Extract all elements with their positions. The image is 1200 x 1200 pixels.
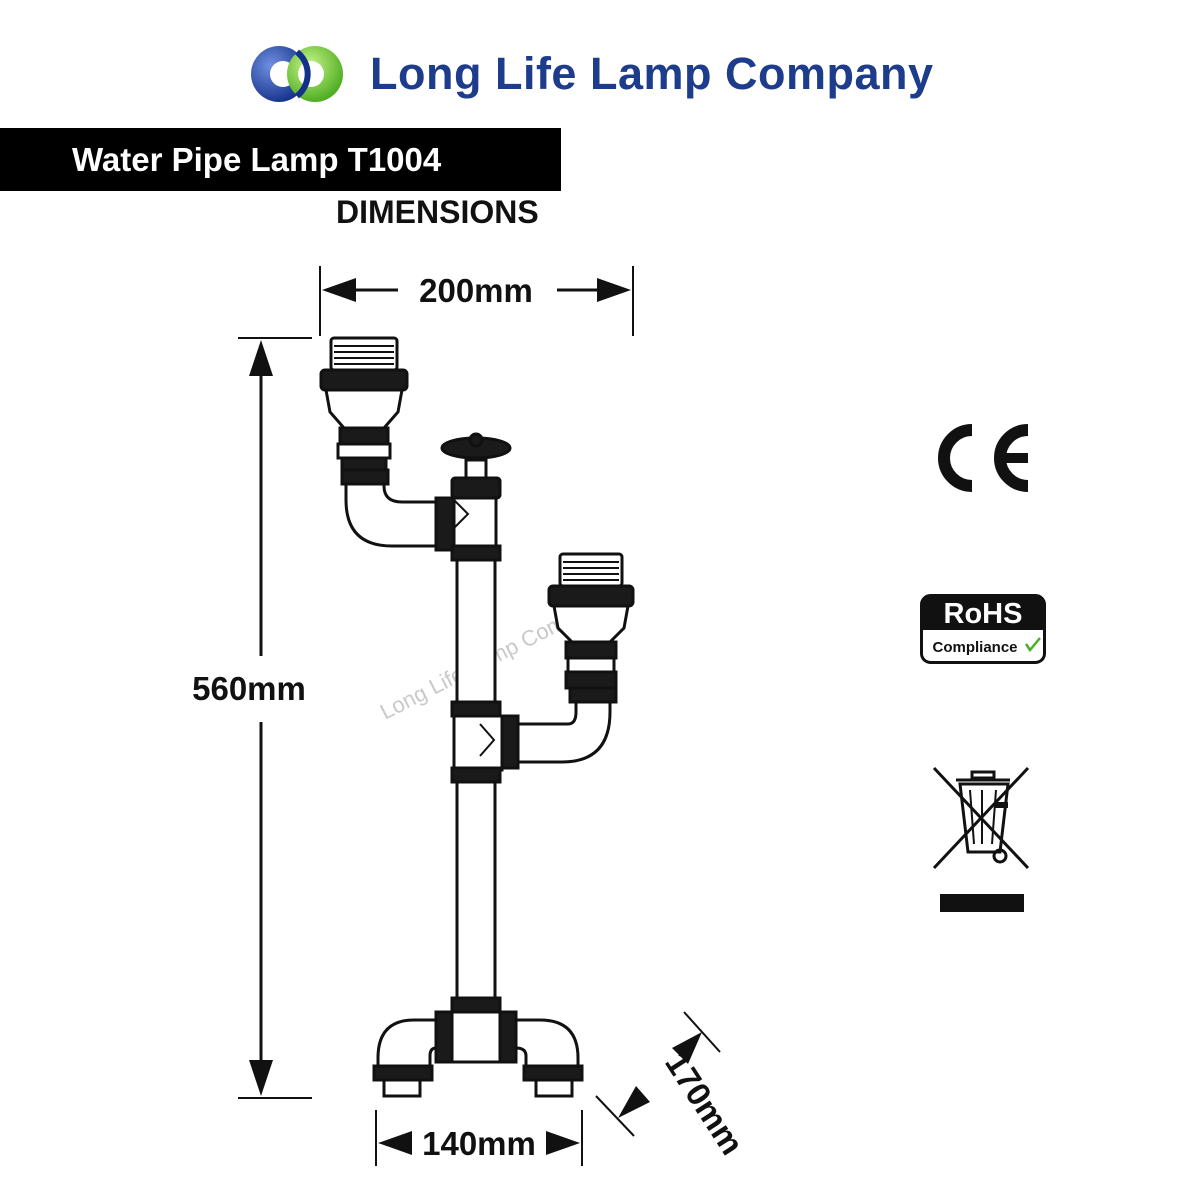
ce-mark-icon: CE xyxy=(928,420,1029,492)
lamp-outline xyxy=(319,336,635,1098)
brand-header: Long Life Lamp Company xyxy=(250,44,934,104)
top-width-label: 200mm xyxy=(419,272,533,309)
base-depth-dimension: 170mm xyxy=(595,1011,751,1162)
crossed-bin-icon xyxy=(932,766,1030,912)
brand-logo-icon xyxy=(251,46,343,102)
product-title-banner: Water Pipe Lamp T1004 xyxy=(0,128,561,191)
product-title: Water Pipe Lamp T1004 xyxy=(72,141,442,178)
height-dimension: 560mm xyxy=(192,337,312,1099)
brand-name: Long Life Lamp Company xyxy=(370,48,934,99)
left-lamp-socket xyxy=(319,336,409,480)
left-elbow-pipe xyxy=(344,476,440,548)
height-label: 560mm xyxy=(192,670,306,707)
rohs-title: RoHS xyxy=(944,598,1023,630)
checkmark-icon xyxy=(1024,637,1041,653)
base-width-dimension: 140mm xyxy=(375,1110,583,1166)
right-lamp-socket xyxy=(547,552,635,690)
ce-label: CE xyxy=(928,420,930,421)
base-assembly xyxy=(372,996,584,1098)
top-tee-valve xyxy=(434,432,512,554)
rohs-badge-graphic: RoHS Compliance xyxy=(920,594,1046,664)
rohs-subtitle: Compliance xyxy=(932,639,1017,656)
dimensions-heading: DIMENSIONS xyxy=(336,194,539,230)
middle-tee xyxy=(450,700,520,784)
rohs-badge: RoHS Compliance xyxy=(920,594,1046,664)
top-width-dimension: 200mm xyxy=(319,266,634,336)
right-elbow-pipe xyxy=(516,694,612,764)
base-depth-label: 170mm xyxy=(658,1046,751,1162)
base-width-label: 140mm xyxy=(422,1125,536,1162)
